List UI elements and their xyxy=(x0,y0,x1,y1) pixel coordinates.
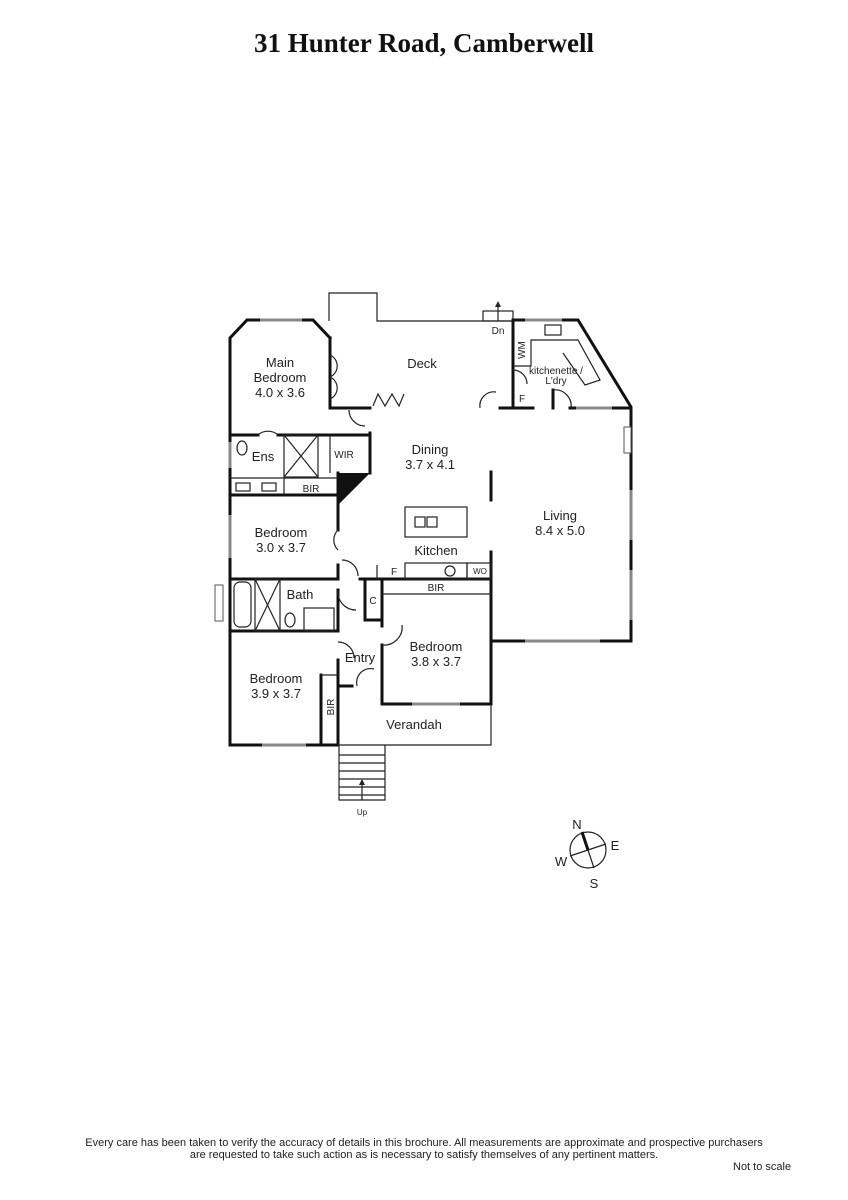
living-label: Living xyxy=(543,508,577,523)
verandah-label: Verandah xyxy=(386,717,442,732)
bedroom-4-label: Bedroom xyxy=(250,671,303,686)
dining-label: Dining xyxy=(412,442,449,457)
bedroom-4-dimensions: 3.9 x 3.7 xyxy=(251,686,301,701)
stairs-up-label: Up xyxy=(357,808,368,817)
ensuite-label: Ens xyxy=(252,449,275,464)
washing-machine-label: WM xyxy=(517,341,528,359)
main-bedroom-label-2: Bedroom xyxy=(254,370,307,385)
compass-ring xyxy=(569,831,607,869)
disclaimer-line-2: are requested to take such action as is … xyxy=(189,1149,659,1161)
bedroom-4-bir-label: BIR xyxy=(326,699,337,716)
bedroom-3-dimensions: 3.8 x 3.7 xyxy=(411,654,461,669)
disclaimer-line-1: Every care has been taken to verify the … xyxy=(85,1137,763,1149)
cupboard-label: C xyxy=(369,596,376,607)
exterior-walls xyxy=(214,318,633,801)
bedroom-3-bir-label: BIR xyxy=(428,583,445,594)
main-bedroom-label: Main xyxy=(266,355,294,370)
bedroom-2-dimensions: 3.0 x 3.7 xyxy=(256,540,306,555)
laundry-fridge-label: F xyxy=(519,394,525,405)
stairs-down-label: Dn xyxy=(492,326,505,337)
laundry-label: L'dry xyxy=(545,376,566,387)
compass-east: E xyxy=(611,838,620,853)
kitchenette-label: kitchenette / xyxy=(529,366,583,377)
compass-west: W xyxy=(555,854,568,869)
kitchen-fridge-label: F xyxy=(391,567,397,578)
compass: N E S W xyxy=(555,817,620,891)
page-title: 31 Hunter Road, Camberwell xyxy=(254,28,594,58)
kitchen-island xyxy=(404,506,468,538)
wall-oven-label: WO xyxy=(473,567,487,576)
compass-south: S xyxy=(590,876,599,891)
compass-north: N xyxy=(572,817,581,832)
bath-label: Bath xyxy=(287,587,314,602)
room-labels: Main Bedroom 4.0 x 3.6 Deck Dn kitchenet… xyxy=(250,326,585,817)
kitchen-label: Kitchen xyxy=(414,543,457,558)
living-dimensions: 8.4 x 5.0 xyxy=(535,523,585,538)
deck-outline xyxy=(328,292,514,322)
bedroom-3-label: Bedroom xyxy=(410,639,463,654)
ens-bir-label: BIR xyxy=(303,484,320,495)
wir-label: WIR xyxy=(334,450,353,461)
dining-dimensions: 3.7 x 4.1 xyxy=(405,457,455,472)
bedroom-2-label: Bedroom xyxy=(255,525,308,540)
main-bedroom-dimensions: 4.0 x 3.6 xyxy=(255,385,305,400)
not-to-scale-note: Not to scale xyxy=(733,1161,792,1173)
entry-label: Entry xyxy=(345,650,376,665)
deck-label: Deck xyxy=(407,356,437,371)
